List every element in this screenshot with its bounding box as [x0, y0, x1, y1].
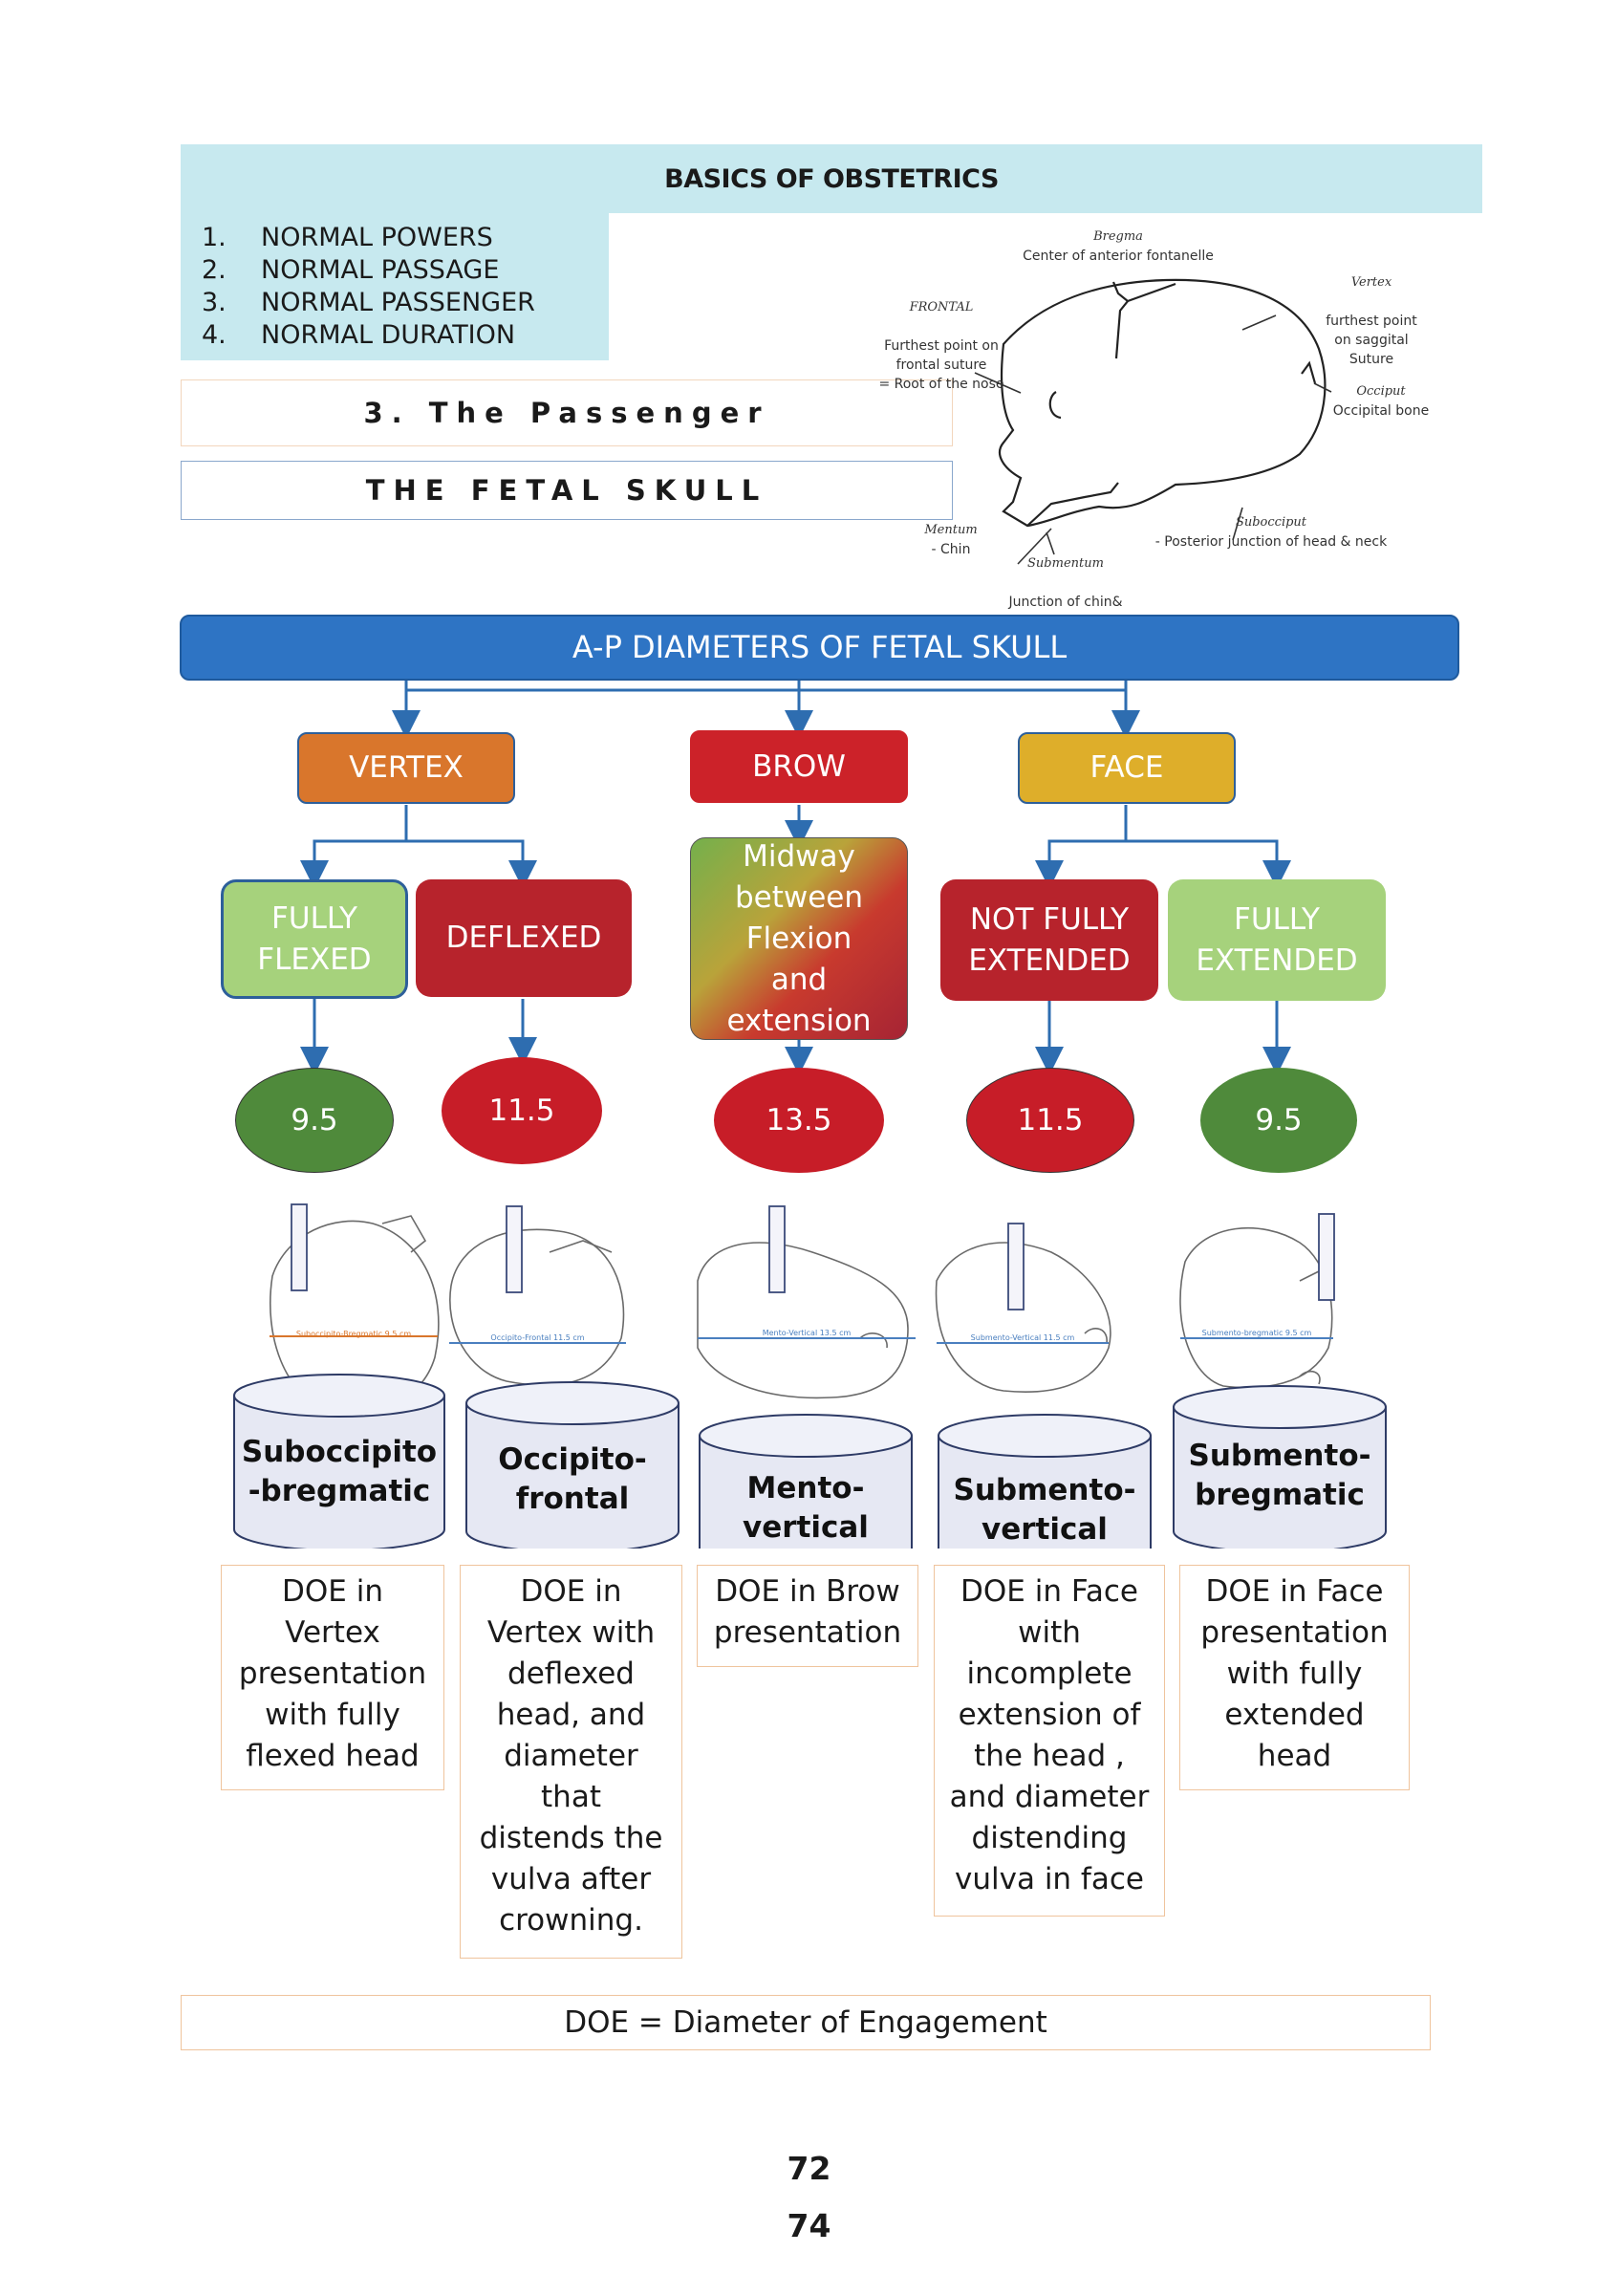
node-fully-extended: FULLY EXTENDED: [1168, 879, 1386, 1001]
list-item: 3.NORMAL PASSENGER: [202, 287, 535, 317]
page-number: 74: [787, 2207, 831, 2244]
skull-caption: Submento-bregmatic 9.5 cm: [1201, 1329, 1312, 1337]
diameter-name: Submento- vertical: [953, 1473, 1136, 1547]
node-deflexed: DEFLEXED: [416, 879, 632, 997]
value-oval: 13.5: [714, 1068, 884, 1173]
section-title: 3. The Passenger: [181, 379, 953, 446]
diameter-name: Occipito- frontal: [498, 1442, 647, 1516]
doe-box: DOE in Vertex with deflexed head, and di…: [460, 1565, 682, 1959]
topic-list: 1.NORMAL POWERS 2.NORMAL PASSAGE 3.NORMA…: [181, 213, 609, 360]
diameter-name: Suboccipito -bregmatic: [241, 1435, 438, 1508]
value-oval: 11.5: [442, 1057, 602, 1164]
list-item: 4.NORMAL DURATION: [202, 319, 516, 350]
page-number: 72: [787, 2150, 831, 2187]
diameter-name: Submento- bregmatic: [1188, 1439, 1371, 1512]
value-oval: 11.5: [966, 1068, 1134, 1173]
skull-caption: Mento-Vertical 13.5 cm: [762, 1329, 852, 1337]
diameter-name: Mento- vertical: [743, 1471, 869, 1545]
node-not-fully-extended: NOT FULLY EXTENDED: [940, 879, 1158, 1001]
doe-box: DOE in Face with incomplete extension of…: [934, 1565, 1165, 1917]
doe-box: DOE in Vertex presentation with fully fl…: [221, 1565, 444, 1790]
fetal-skull-illustration: [974, 278, 1332, 565]
subocciput-label: Subocciput - Posterior junction of head …: [1154, 515, 1388, 550]
section-subtitle: THE FETAL SKULL: [181, 461, 953, 520]
occiput-label: Occiput Occipital bone: [1332, 384, 1430, 419]
list-item: 2.NORMAL PASSAGE: [202, 254, 500, 285]
skull-caption: Submento-Vertical 11.5 cm: [970, 1333, 1075, 1342]
header-title: BASICS OF OBSTETRICS: [664, 163, 999, 194]
category-face: FACE: [1018, 732, 1236, 804]
diagram-banner: A-P DIAMETERS OF FETAL SKULL: [180, 615, 1459, 681]
skull-caption: Occipito-Frontal 11.5 cm: [490, 1333, 585, 1342]
category-brow: BROW: [690, 730, 908, 803]
category-vertex: VERTEX: [297, 732, 515, 804]
footnote: DOE = Diameter of Engagement: [181, 1995, 1431, 2050]
diameter-skulls: [233, 1203, 1387, 1549]
header-bar: BASICS OF OBSTETRICS: [181, 144, 1482, 213]
node-midway: Midway between Flexion and extension: [690, 837, 908, 1040]
doe-box: DOE in Face presentation with fully exte…: [1179, 1565, 1410, 1790]
doe-box: DOE in Brow presentation: [697, 1565, 918, 1667]
value-oval: 9.5: [235, 1068, 394, 1173]
vertex-label: Vertex furthest point on saggital Suture: [1326, 275, 1417, 367]
list-item: 1.NORMAL POWERS: [202, 222, 493, 252]
value-oval: 9.5: [1200, 1068, 1357, 1173]
mentum-label: Mentum - Chin: [924, 523, 978, 557]
bregma-label: Bregma Center of anterior fontanelle: [1023, 229, 1214, 264]
skull-caption: Suboccipito-Bregmatic 9.5 cm: [295, 1330, 412, 1338]
node-fully-flexed: FULLY FLEXED: [221, 879, 408, 999]
frontal-label: FRONTAL Furthest point on frontal suture…: [878, 300, 1004, 392]
